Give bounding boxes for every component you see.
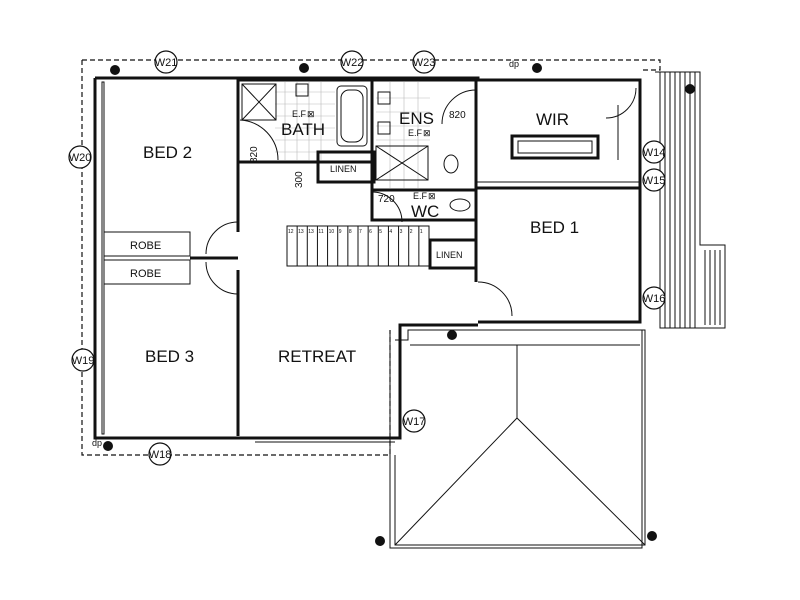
svg-text:⊠: ⊠ bbox=[307, 109, 315, 119]
stair-step-number: 4 bbox=[389, 229, 392, 235]
outer-wall-inner-left bbox=[101, 81, 105, 435]
label-bath: BATH bbox=[281, 120, 325, 139]
dim-300: 300 bbox=[294, 171, 305, 188]
svg-text:⊠: ⊠ bbox=[428, 191, 436, 201]
eave-outline bbox=[82, 59, 661, 71]
door-swing-wc bbox=[371, 191, 403, 223]
lower-roof bbox=[389, 330, 643, 549]
stair-treads: 12 13 13 11 10 9 8 7 6 5 4 3 2 1 bbox=[286, 226, 423, 266]
balcony-outline bbox=[655, 71, 726, 329]
vanity-bath bbox=[295, 83, 309, 97]
label-bed1: BED 1 bbox=[530, 218, 579, 237]
dim-720: 720 bbox=[378, 194, 395, 205]
label-bed2: BED 2 bbox=[143, 143, 192, 162]
bath-tiles bbox=[275, 82, 335, 160]
door-swing-bed1 bbox=[477, 281, 513, 317]
stair-step-number: 9 bbox=[339, 229, 342, 235]
svg-text:W19: W19 bbox=[72, 355, 95, 367]
ens-shower bbox=[375, 145, 429, 181]
label-linen-right: LINEN bbox=[436, 250, 463, 260]
label-wc: WC bbox=[411, 202, 439, 221]
stair-step-number: 6 bbox=[369, 229, 372, 235]
window-tag-w18: W18 bbox=[148, 442, 172, 466]
window-tag-w14: W14 bbox=[642, 140, 666, 164]
wir-shelf bbox=[510, 134, 600, 160]
ef-ens-label: E.F bbox=[408, 128, 423, 138]
stair-step-number: 12 bbox=[288, 229, 294, 235]
ens-basin-2 bbox=[377, 121, 391, 135]
svg-text:W14: W14 bbox=[643, 147, 666, 159]
label-bed3: BED 3 bbox=[145, 347, 194, 366]
label-wir: WIR bbox=[536, 110, 569, 129]
label-robe-lower: ROBE bbox=[130, 268, 161, 280]
svg-text:W16: W16 bbox=[643, 293, 666, 305]
dp-top-label: dp bbox=[509, 59, 519, 69]
door-swing-bath bbox=[239, 119, 279, 161]
stair-step-number: 13 bbox=[298, 229, 304, 235]
stair-step-number: 5 bbox=[379, 229, 382, 235]
roof-hip-lines bbox=[394, 417, 646, 546]
window-tag-w23: W23 bbox=[412, 50, 436, 74]
window-tag-w17: W17 bbox=[402, 409, 426, 433]
ens-basin-1 bbox=[377, 91, 391, 105]
window-tag-w20: W20 bbox=[68, 145, 92, 169]
window-tag-w21: W21 bbox=[154, 50, 178, 74]
bathtub bbox=[336, 85, 368, 147]
stair-step-number: 7 bbox=[359, 229, 362, 235]
stair-step-number: 11 bbox=[318, 229, 323, 235]
linen-left-box bbox=[316, 150, 376, 184]
outer-wall-left bbox=[93, 78, 478, 440]
ef-bath-label: E.F bbox=[292, 109, 307, 119]
label-retreat: RETREAT bbox=[278, 347, 356, 366]
svg-text:W22: W22 bbox=[341, 57, 364, 69]
dim-820-bath: 820 bbox=[249, 146, 260, 163]
stair-step-number: 13 bbox=[308, 229, 314, 235]
balcony-decking bbox=[664, 72, 721, 328]
stair-step-number: 3 bbox=[400, 229, 403, 235]
wc-toilet bbox=[449, 198, 471, 212]
robe-lower-box bbox=[103, 259, 191, 285]
stair-step-number: 8 bbox=[349, 229, 352, 235]
door-swing-bed3 bbox=[205, 261, 239, 295]
outer-wall-top bbox=[95, 76, 642, 324]
bathtub-inner bbox=[340, 89, 364, 143]
door-swing-wir bbox=[605, 87, 637, 119]
svg-text:W15: W15 bbox=[643, 175, 666, 187]
svg-text:W18: W18 bbox=[149, 449, 172, 461]
window-tag-w16: W16 bbox=[642, 286, 666, 310]
window-tag-w19: W19 bbox=[71, 348, 95, 372]
label-ens: ENS bbox=[399, 109, 434, 128]
stair-step-number: 2 bbox=[410, 229, 413, 235]
door-swing-ens bbox=[441, 89, 477, 125]
window-tag-w15: W15 bbox=[642, 168, 666, 192]
label-robe-upper: ROBE bbox=[130, 240, 161, 252]
window-tag-w22: W22 bbox=[340, 50, 364, 74]
stair-step-number: 10 bbox=[329, 229, 335, 235]
downpipes bbox=[103, 63, 695, 546]
label-linen-left: LINEN bbox=[330, 164, 357, 174]
svg-text:W21: W21 bbox=[155, 57, 178, 69]
stair-step-number: 1 bbox=[420, 229, 423, 235]
ens-toilet bbox=[443, 154, 459, 174]
dim-820-ens: 820 bbox=[449, 110, 466, 121]
door-swing-bed2 bbox=[205, 221, 239, 255]
ef-wc-label: E.F bbox=[413, 191, 428, 201]
eave-outline-left bbox=[81, 60, 391, 456]
svg-text:W20: W20 bbox=[69, 152, 92, 164]
dp-bottom-label: dp bbox=[92, 438, 102, 448]
shower-bath bbox=[241, 83, 277, 121]
robe-upper-box bbox=[103, 231, 191, 257]
svg-text:W23: W23 bbox=[413, 57, 436, 69]
svg-text:W17: W17 bbox=[403, 416, 426, 428]
svg-text:⊠: ⊠ bbox=[423, 128, 431, 138]
